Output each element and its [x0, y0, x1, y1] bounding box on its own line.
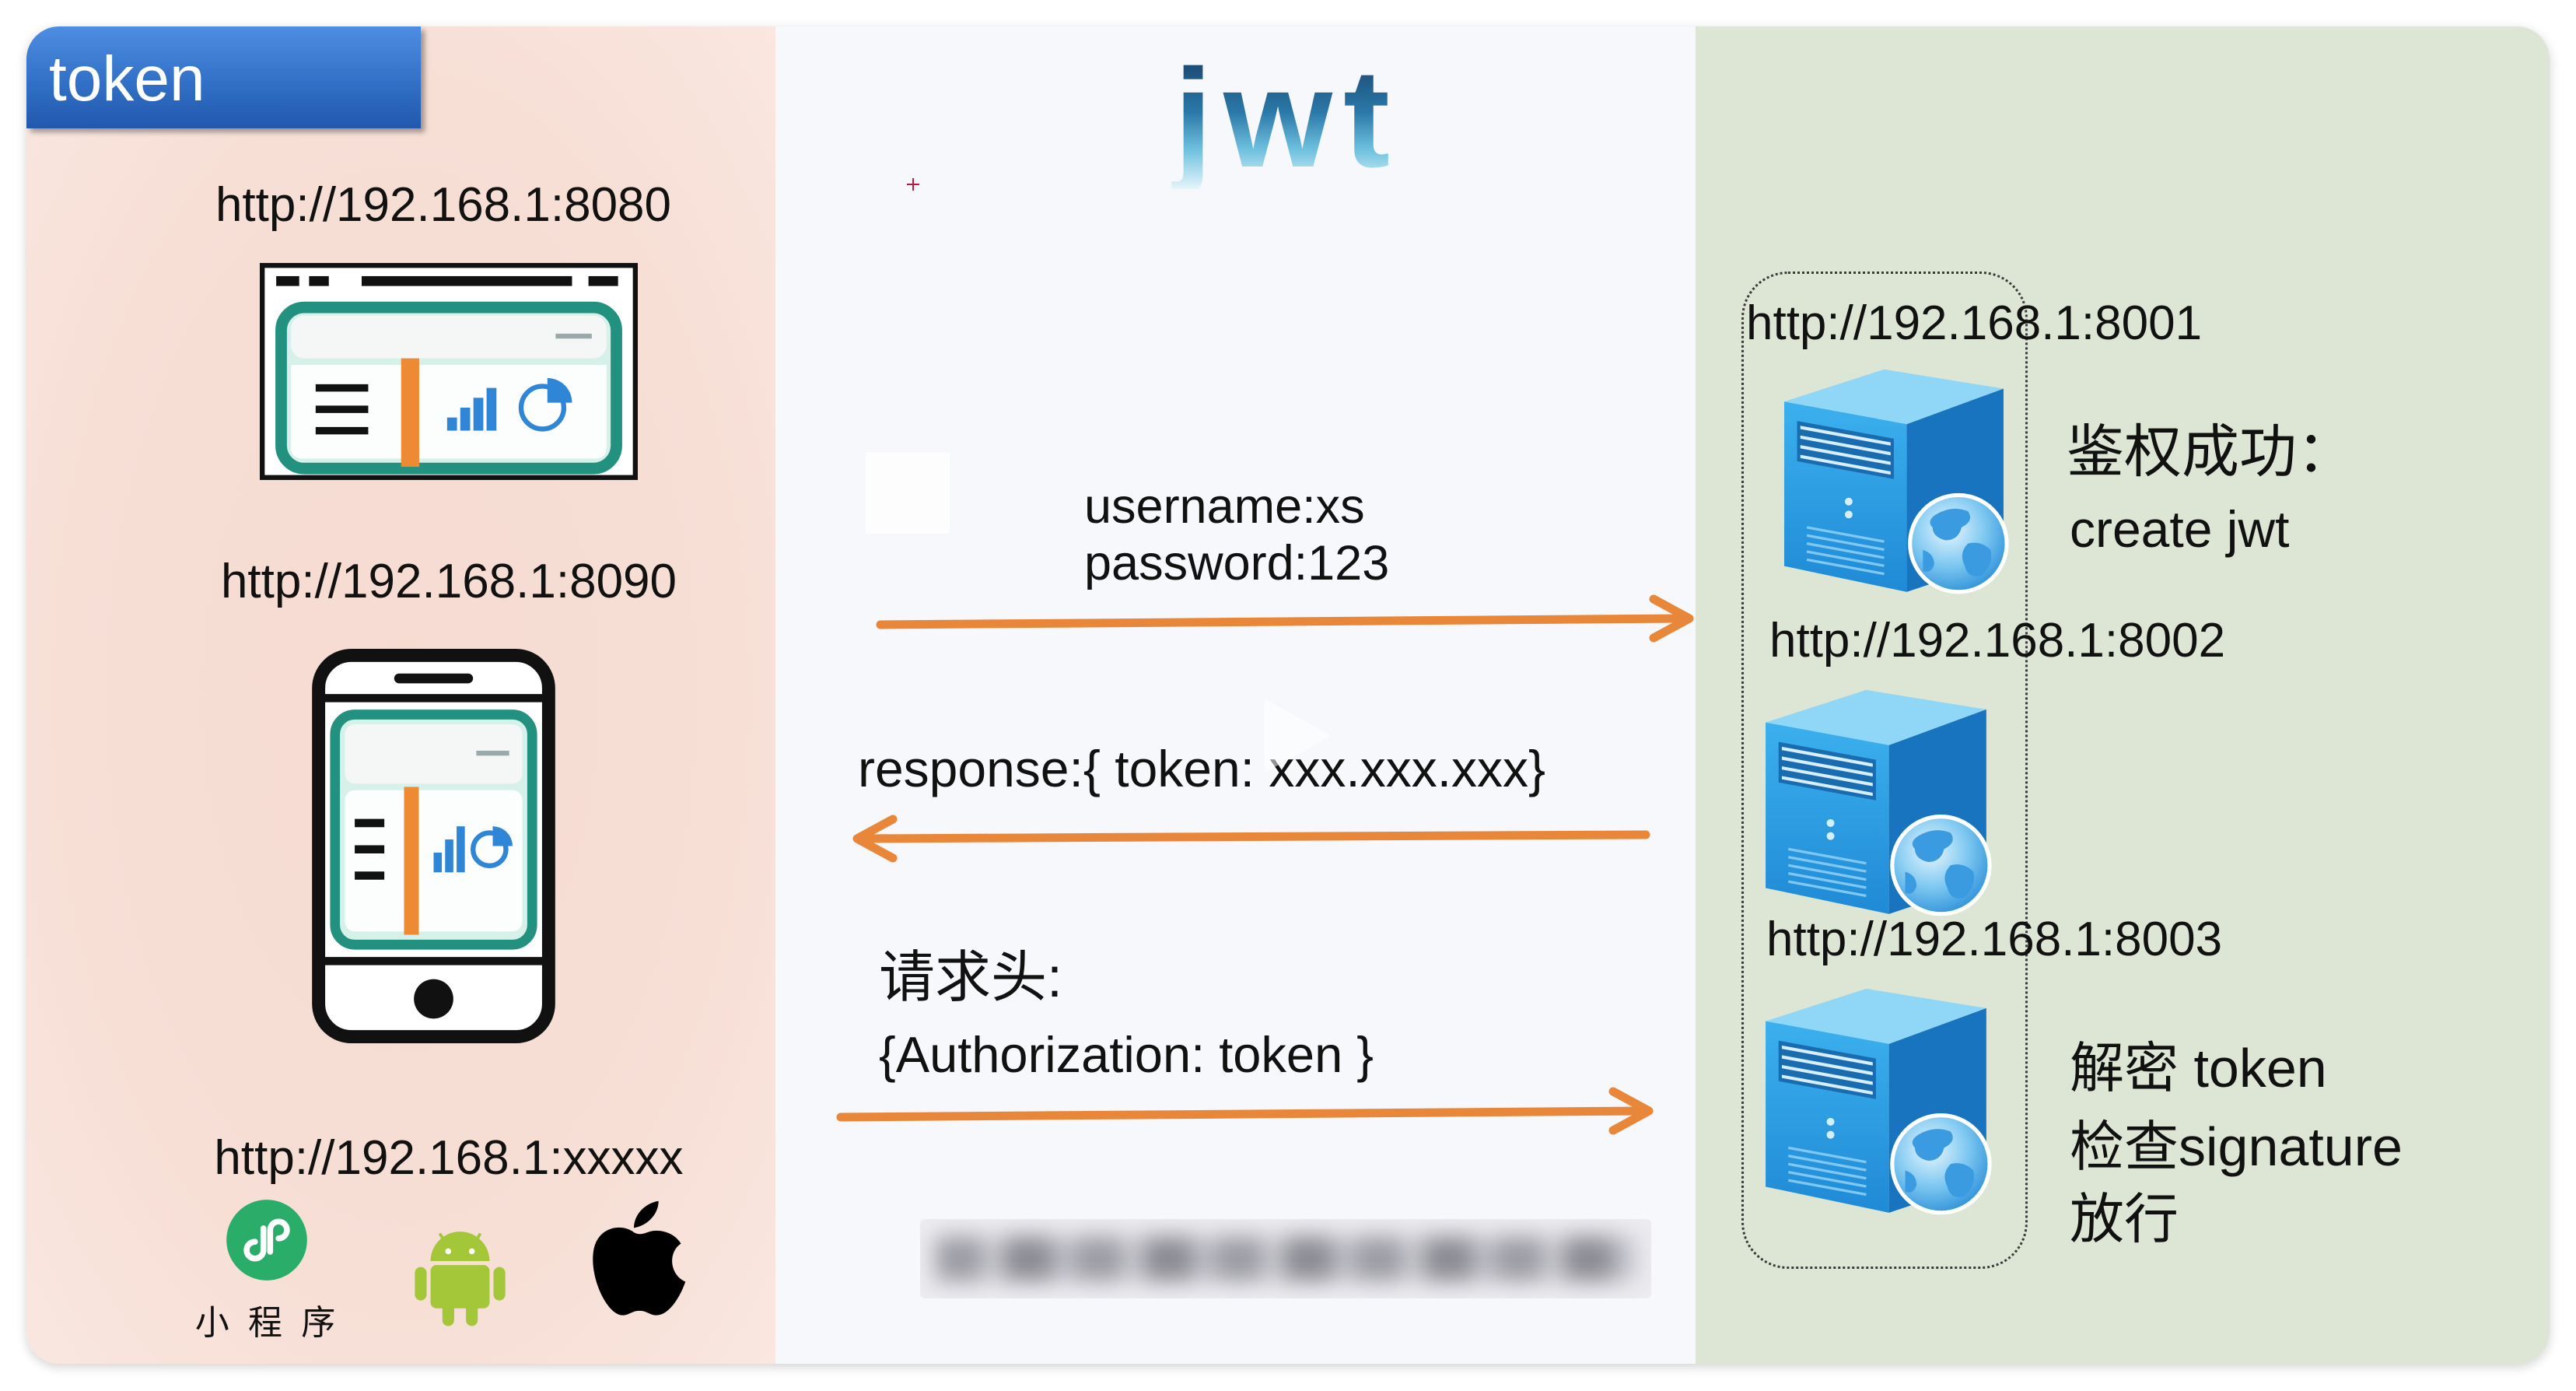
login-username: username:xs [1084, 479, 1365, 534]
mini-program-icon [226, 1200, 307, 1281]
client-url-other: http://192.168.1:xxxxx [214, 1131, 684, 1185]
auth-success-note: 鉴权成功： [2067, 419, 2354, 484]
login-password: password:123 [1084, 536, 1390, 590]
decrypt-token-note: 解密 token [2070, 1038, 2327, 1098]
create-jwt-note: create jwt [2070, 500, 2290, 558]
blurred-caption-text [936, 1236, 1636, 1281]
server-url-8003: http://192.168.1:8003 [1766, 913, 2223, 966]
cursor-crosshair-icon [907, 178, 919, 191]
server-icon [1777, 353, 2012, 595]
blurred-caption [920, 1219, 1651, 1298]
title-tab: token [26, 26, 421, 128]
server-url-8001: http://192.168.1:8001 [1746, 296, 2203, 350]
faint-overlay [866, 452, 950, 534]
flow-panel [775, 26, 1696, 1364]
apple-icon [593, 1200, 686, 1316]
browser-icon [260, 263, 638, 480]
server-icon [1758, 674, 1996, 917]
slide-card [26, 26, 2550, 1364]
authorization-header: {Authorization: token } [879, 1026, 1374, 1083]
server-icon [1758, 972, 1996, 1216]
allow-pass-note: 放行 [2070, 1189, 2179, 1249]
phone-icon [312, 649, 555, 1043]
client-url-phone: http://192.168.1:8090 [220, 555, 677, 608]
check-signature-note: 检查signature [2070, 1116, 2403, 1177]
server-cluster-box [1741, 272, 2028, 1269]
request-header-label: 请求头: [879, 947, 1063, 1009]
server-url-8002: http://192.168.1:8002 [1769, 614, 2226, 667]
mini-program-label: 小 程 序 [194, 1304, 341, 1342]
login-response: response:{ token: xxx.xxx.xxx} [858, 740, 1546, 797]
jwt-heading: jwt [1126, 49, 1437, 189]
client-url-browser: http://192.168.1:8080 [215, 178, 672, 232]
android-icon [415, 1232, 506, 1326]
slide-title: token [49, 44, 205, 114]
